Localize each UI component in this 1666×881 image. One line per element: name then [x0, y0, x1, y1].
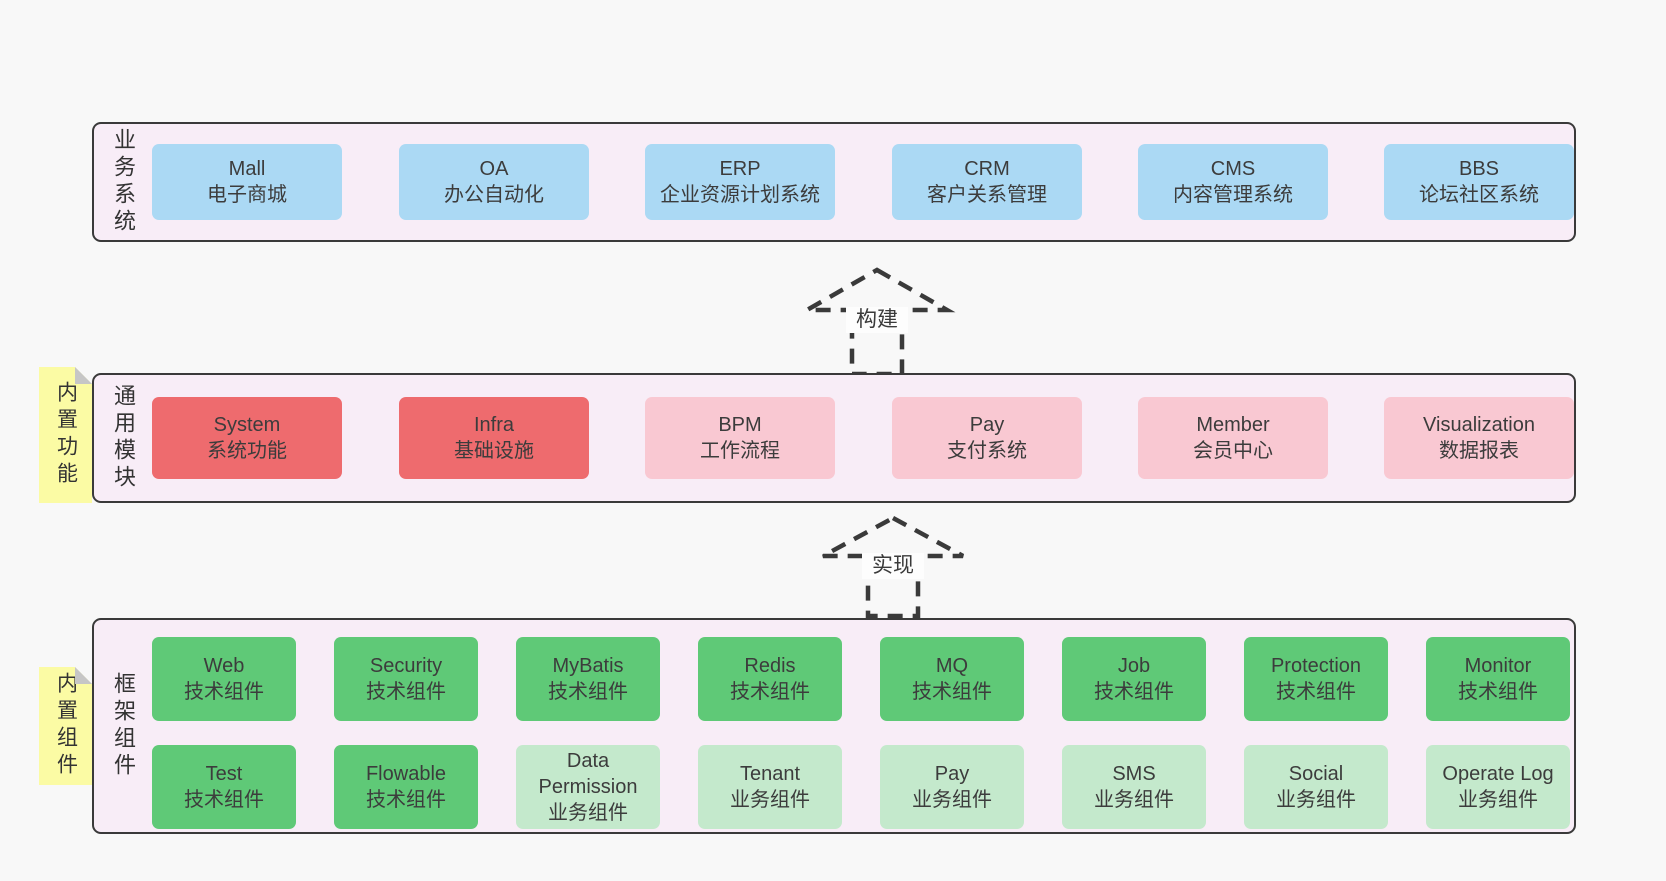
- box-label-cn: 会员中心: [1193, 440, 1273, 462]
- box-label-cn: 业务组件: [1458, 789, 1538, 811]
- arrow-implement-label: 实现: [862, 553, 924, 579]
- box-flowable: Flowable 技术组件: [334, 745, 478, 829]
- box-label-en: Infra: [473, 414, 515, 436]
- layer-framework-components: 框架组件 Web 技术组件 Security 技术组件 MyBatis 技术组件…: [92, 618, 1576, 834]
- box-visualization: Visualization 数据报表: [1384, 397, 1574, 479]
- box-label-cn: 技术组件: [1276, 681, 1356, 703]
- box-label-en: CMS: [1210, 158, 1256, 180]
- box-infra: Infra 基础设施: [399, 397, 589, 479]
- box-label-en: ERP: [719, 158, 761, 180]
- arrow-build-label: 构建: [846, 307, 908, 333]
- box-pay-component: Pay 业务组件: [880, 745, 1024, 829]
- box-security: Security 技术组件: [334, 637, 478, 721]
- layer-common-modules: 通用模块 System 系统功能 Infra 基础设施 BPM 工作流程 Pay…: [92, 373, 1576, 503]
- box-label-en: Monitor: [1464, 655, 1532, 677]
- box-member: Member 会员中心: [1138, 397, 1328, 479]
- box-label-cn: 支付系统: [947, 440, 1027, 462]
- box-cms: CMS 内容管理系统: [1138, 144, 1328, 220]
- box-label-en: Web: [203, 655, 245, 677]
- box-monitor: Monitor 技术组件: [1426, 637, 1570, 721]
- box-label-cn: 办公自动化: [444, 184, 544, 206]
- sticky-note-built-in-components: 内置组件: [39, 667, 92, 785]
- box-job: Job 技术组件: [1062, 637, 1206, 721]
- box-label-en: Pay: [934, 763, 970, 785]
- box-test: Test 技术组件: [152, 745, 296, 829]
- box-label-en: CRM: [964, 158, 1010, 180]
- box-system: System 系统功能: [152, 397, 342, 479]
- box-social: Social 业务组件: [1244, 745, 1388, 829]
- layer-business-side-label: 业务系统: [111, 128, 136, 236]
- sticky-note-built-in-features: 内置功能: [39, 367, 92, 503]
- box-label-en: Tenant: [739, 763, 801, 785]
- box-label-en: Test: [205, 763, 243, 785]
- box-label-cn: 技术组件: [912, 681, 992, 703]
- box-label-cn: 企业资源计划系统: [660, 184, 820, 206]
- box-label-cn: 业务组件: [1276, 789, 1356, 811]
- box-label-cn: 论坛社区系统: [1419, 184, 1539, 206]
- box-label-en: MQ: [935, 655, 969, 677]
- box-label-cn: 技术组件: [184, 789, 264, 811]
- layer-components-side-label: 框架组件: [111, 672, 136, 780]
- box-label-en: Flowable: [365, 763, 447, 785]
- box-label-en: OA: [479, 158, 509, 180]
- box-bbs: BBS 论坛社区系统: [1384, 144, 1574, 220]
- box-label-en: BBS: [1458, 158, 1500, 180]
- box-label-en: SMS: [1112, 763, 1156, 785]
- box-crm: CRM 客户关系管理: [892, 144, 1082, 220]
- box-mall: Mall 电子商城: [152, 144, 342, 220]
- box-label-cn: 技术组件: [1094, 681, 1174, 703]
- box-label-cn: 业务组件: [730, 789, 810, 811]
- box-label-cn: 技术组件: [1458, 681, 1538, 703]
- box-label-en: Protection: [1270, 655, 1362, 677]
- box-label-en: Visualization: [1423, 414, 1535, 436]
- box-label-en: System: [213, 414, 281, 436]
- box-pay-system: Pay 支付系统: [892, 397, 1082, 479]
- box-label-cn: 系统功能: [207, 440, 287, 462]
- sticky-note-label: 内置组件: [54, 672, 78, 780]
- box-label-cn: 电子商城: [207, 184, 287, 206]
- box-label-en: MyBatis: [552, 655, 624, 677]
- layer-modules-side-label: 通用模块: [111, 384, 136, 492]
- box-label-cn: 客户关系管理: [927, 184, 1047, 206]
- box-label-en: Operate Log: [1442, 763, 1554, 785]
- box-bpm: BPM 工作流程: [645, 397, 835, 479]
- box-label-en: Job: [1117, 655, 1151, 677]
- sticky-note-label: 内置功能: [54, 381, 78, 489]
- box-web: Web 技术组件: [152, 637, 296, 721]
- box-label-cn: 业务组件: [548, 802, 628, 824]
- box-label-cn: 技术组件: [366, 789, 446, 811]
- box-label-en: Social: [1288, 763, 1344, 785]
- box-label-cn: 业务组件: [912, 789, 992, 811]
- arrow-implement-icon: [821, 515, 965, 619]
- box-label-en: Pay: [969, 414, 1005, 436]
- layer-business-systems: 业务系统 Mall 电子商城 OA 办公自动化 ERP 企业资源计划系统 CRM…: [92, 122, 1576, 242]
- box-redis: Redis 技术组件: [698, 637, 842, 721]
- box-label-cn: 数据报表: [1439, 440, 1519, 462]
- box-label-en: BPM: [718, 414, 762, 436]
- box-operate-log: Operate Log 业务组件: [1426, 745, 1570, 829]
- box-label-cn: 技术组件: [184, 681, 264, 703]
- box-sms: SMS 业务组件: [1062, 745, 1206, 829]
- box-label-cn: 技术组件: [548, 681, 628, 703]
- box-label-cn: 基础设施: [454, 440, 534, 462]
- box-label-cn: 工作流程: [700, 440, 780, 462]
- box-label-cn: 业务组件: [1094, 789, 1174, 811]
- box-tenant: Tenant 业务组件: [698, 745, 842, 829]
- box-label-en: Member: [1196, 414, 1270, 436]
- box-label-cn: 技术组件: [366, 681, 446, 703]
- box-label-en: Data Permission: [538, 750, 638, 798]
- box-label-cn: 内容管理系统: [1173, 184, 1293, 206]
- box-oa: OA 办公自动化: [399, 144, 589, 220]
- box-erp: ERP 企业资源计划系统: [645, 144, 835, 220]
- box-label-en: Redis: [744, 655, 796, 677]
- box-mq: MQ 技术组件: [880, 637, 1024, 721]
- box-mybatis: MyBatis 技术组件: [516, 637, 660, 721]
- box-protection: Protection 技术组件: [1244, 637, 1388, 721]
- note-fold-icon: [75, 367, 92, 384]
- box-label-cn: 技术组件: [730, 681, 810, 703]
- box-data-permission: Data Permission 业务组件: [516, 745, 660, 829]
- note-fold-icon: [75, 667, 92, 684]
- box-label-en: Security: [369, 655, 443, 677]
- box-label-en: Mall: [228, 158, 266, 180]
